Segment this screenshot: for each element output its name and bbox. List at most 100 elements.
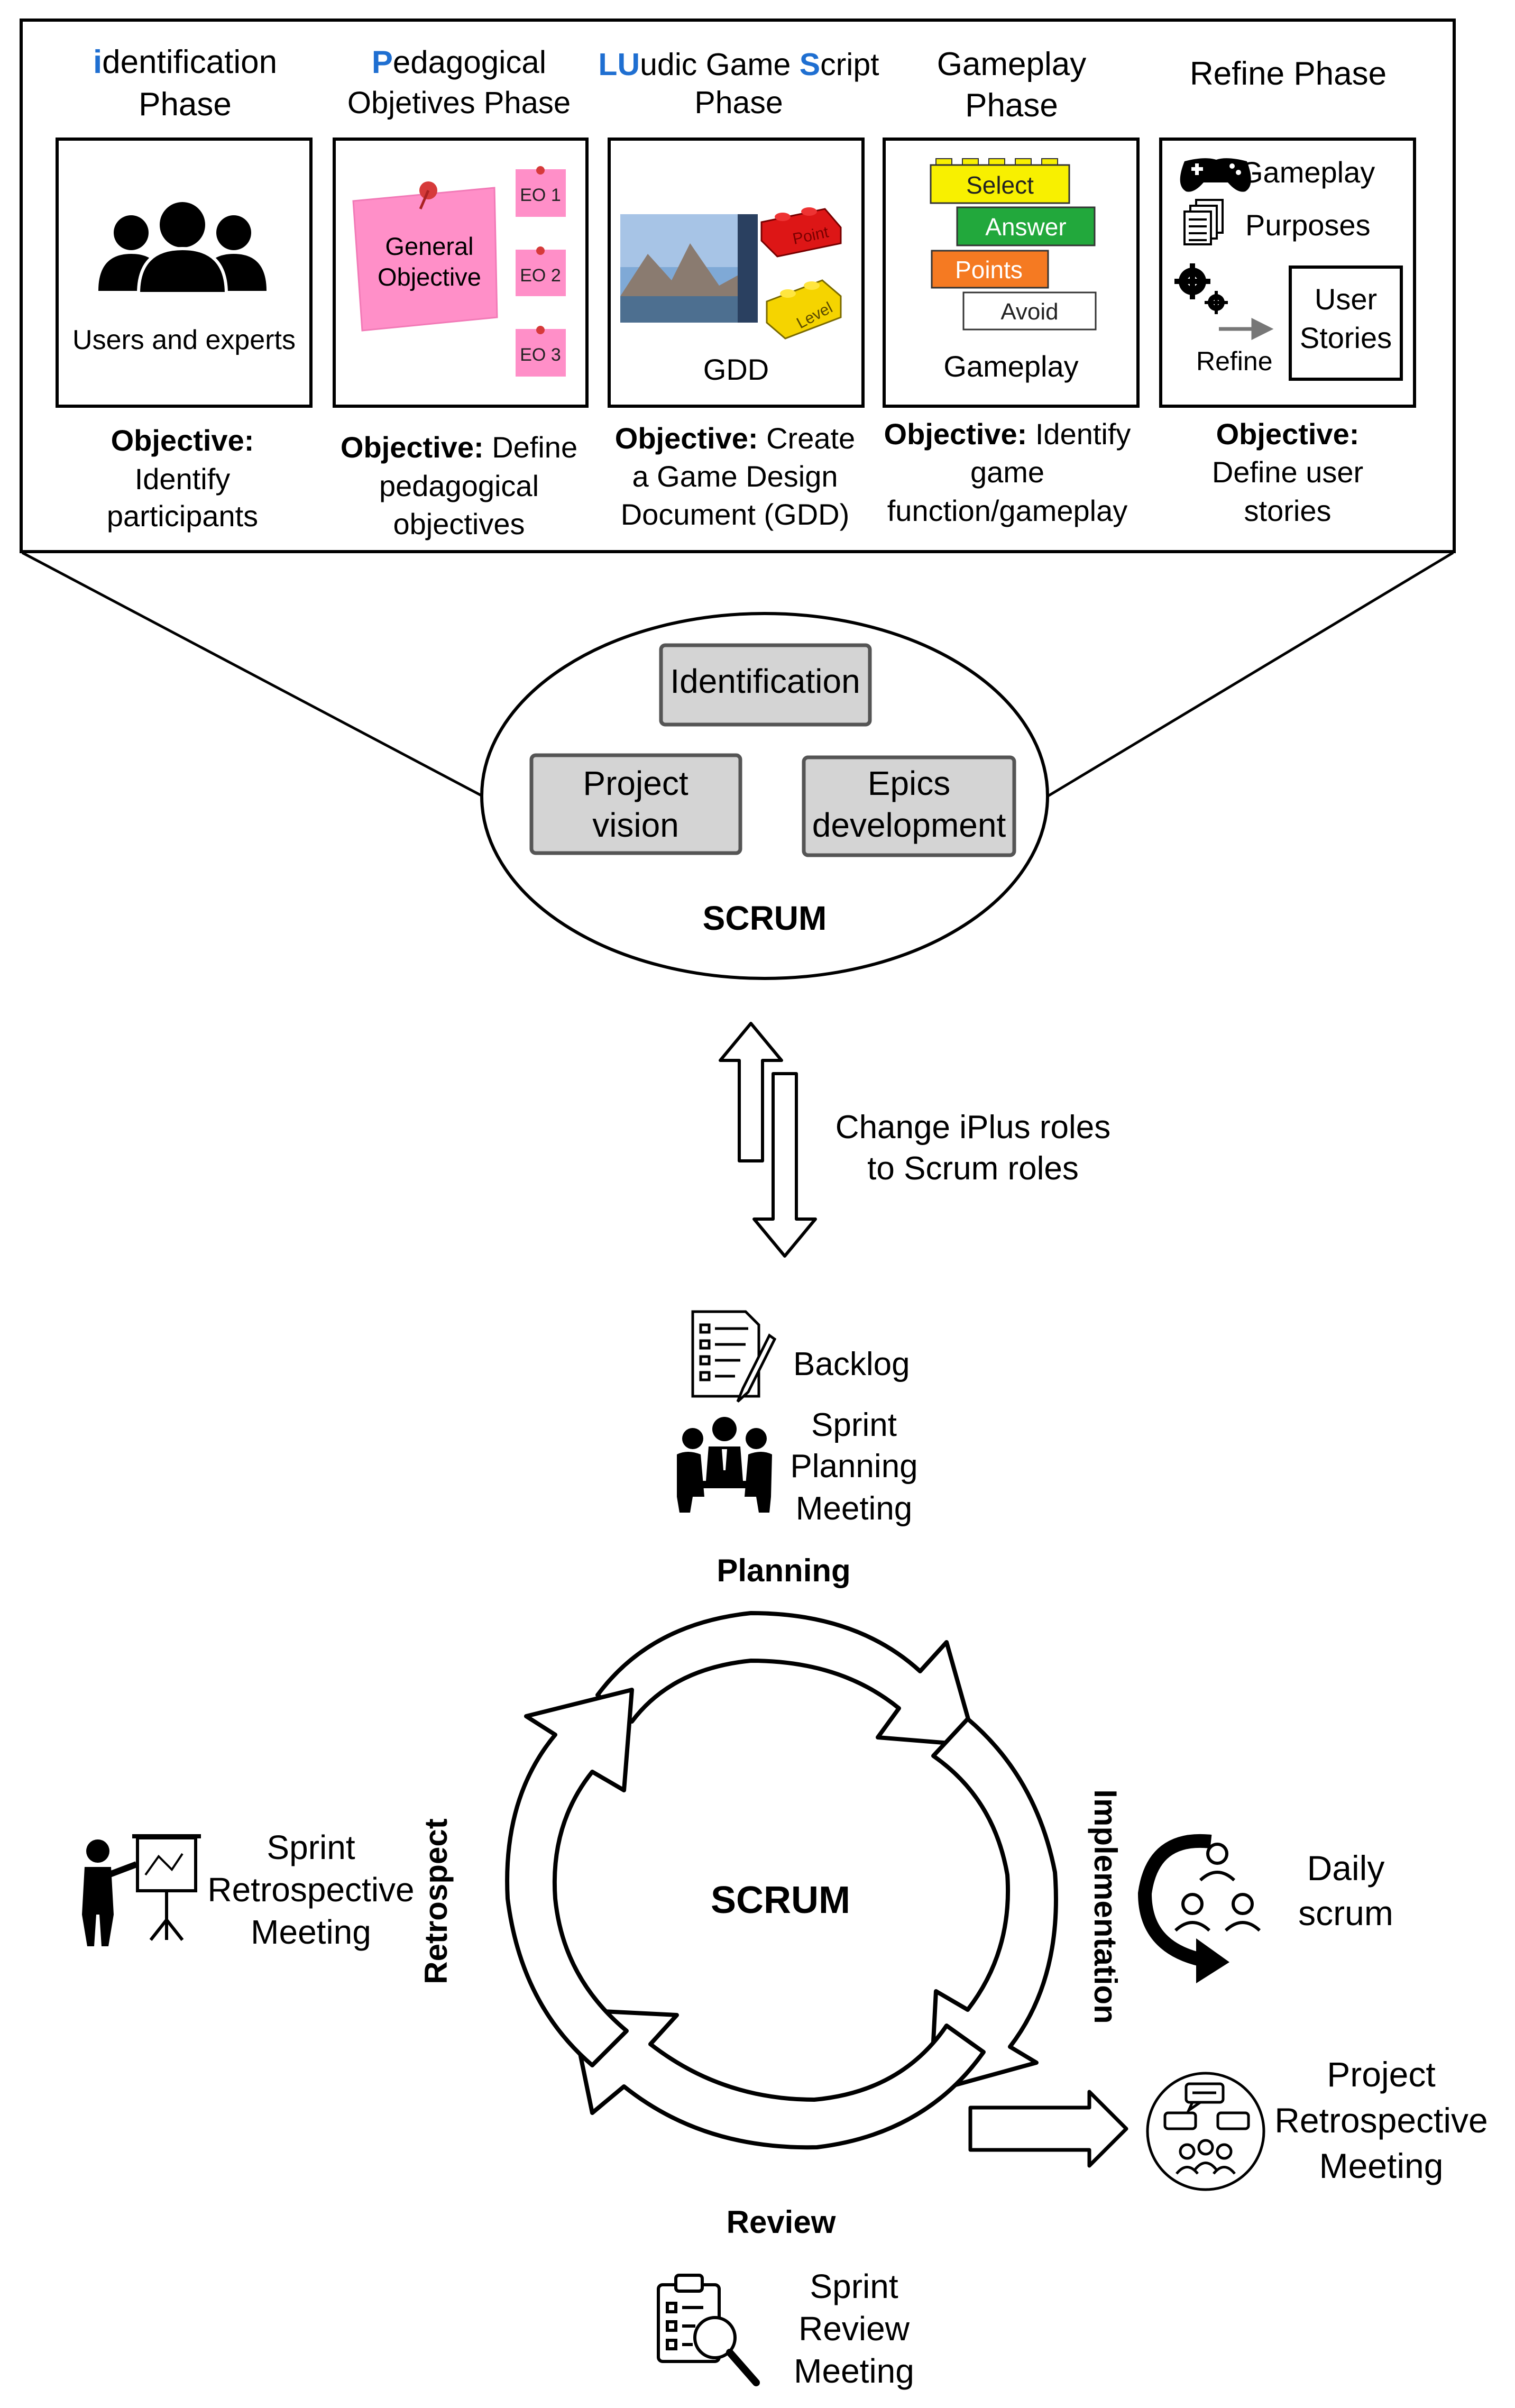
sprint-planning-l2: Planning [790, 1448, 917, 1485]
backlog-label: Backlog [793, 1346, 910, 1382]
gamepad-icon [1180, 158, 1251, 192]
cycle-arrow-top [595, 1611, 978, 1747]
card-text-gameplay: Gameplay [943, 350, 1078, 383]
block-select: Select [930, 158, 1070, 204]
svg-text:Points: Points [955, 256, 1023, 283]
refine-label: Refine [1196, 346, 1273, 376]
objective-game-script: Objective: Create a Game Design Document… [615, 422, 855, 531]
users-group-icon [98, 202, 267, 295]
svg-text:Phase: Phase [139, 86, 232, 123]
phase-title-refine: Refine Phase [1190, 56, 1387, 92]
scrum-box-identification: Identification [659, 643, 872, 727]
sprint-review-l1: Sprint [810, 2267, 898, 2305]
svg-text:Select: Select [966, 171, 1034, 199]
svg-text:objectives: objectives [393, 507, 525, 541]
refine-item-gameplay: Gameplay [1240, 155, 1375, 189]
svg-text:game: game [970, 455, 1044, 489]
sticky-note-icon [352, 181, 498, 332]
landscape-image-icon [620, 214, 758, 323]
daily-scrum-l1: Daily [1307, 1848, 1385, 1888]
project-retro-icon [1146, 2072, 1265, 2191]
svg-text:Phase: Phase [694, 85, 783, 120]
scrum-box-epics: Epics development [802, 755, 1016, 857]
svg-text:Answer: Answer [985, 213, 1066, 241]
svg-text:vision: vision [592, 806, 679, 844]
svg-text:Identify: Identify [135, 462, 231, 496]
lego-point-icon: Point [760, 207, 842, 258]
sprint-retro-l3: Meeting [251, 1913, 371, 1951]
objective-refine: Objective: Define user stories [1212, 417, 1363, 527]
phase-title-ludic-game-script: LUudic Game Script Phase [598, 47, 879, 120]
review-label: Review [727, 2204, 836, 2240]
card-pedagogical: General Objective EO 1 EO 2 EO 3 [333, 138, 589, 408]
svg-text:function/gameplay: function/gameplay [887, 494, 1128, 527]
svg-text:Gameplay: Gameplay [937, 46, 1087, 83]
svg-text:Project: Project [583, 764, 688, 802]
svg-text:stories: stories [1244, 494, 1332, 527]
user-stories-l1: User [1315, 282, 1377, 316]
svg-text:Objective: Identify: Objective: Identify [884, 417, 1131, 451]
sprint-retro-l1: Sprint [267, 1828, 355, 1866]
review-checklist-icon [657, 2274, 760, 2386]
roles-change-l1: Change iPlus roles [835, 1109, 1110, 1146]
svg-text:a Game Design: a Game Design [632, 460, 838, 493]
svg-text:Objective: Define: Objective: Define [341, 431, 577, 464]
svg-text:development: development [812, 806, 1006, 844]
card-text-users-experts: Users and experts [72, 325, 296, 355]
objective-gameplay: Objective: Identify game function/gamepl… [884, 417, 1131, 527]
meeting-icon [677, 1417, 772, 1513]
sticky-eo-2: EO 2 [516, 246, 566, 296]
presenter-icon [82, 1834, 201, 1946]
daily-scrum-l2: scrum [1298, 1893, 1393, 1933]
svg-text:Objective:: Objective: [1216, 417, 1360, 451]
project-retro-l3: Meeting [1319, 2146, 1444, 2185]
svg-text:pedagogical: pedagogical [379, 469, 539, 502]
double-arrow-icon [719, 1022, 817, 1258]
backlog-icon [691, 1310, 777, 1403]
svg-text:Epics: Epics [868, 764, 951, 802]
implementation-label: Implementation [1088, 1789, 1123, 2024]
sticky-eo-3: EO 3 [516, 326, 566, 377]
phase-title-first-letter: i [93, 44, 102, 80]
project-retro-l2: Retrospective [1274, 2101, 1488, 2140]
svg-text:Objective:: Objective: [111, 424, 254, 457]
block-points: Points [931, 250, 1049, 289]
svg-text:Document (GDD): Document (GDD) [621, 498, 850, 531]
block-avoid: Avoid [962, 291, 1097, 331]
roles-change-l2: to Scrum roles [867, 1150, 1079, 1187]
refine-item-purposes: Purposes [1245, 208, 1371, 242]
phase-title-gameplay: Gameplay Phase [937, 46, 1087, 124]
zoom-line-right [1047, 551, 1454, 798]
sticky-general-l2: Objective [378, 263, 481, 291]
daily-scrum-icon [1137, 1834, 1261, 1983]
cycle-arrow-bottom [569, 2008, 986, 2150]
project-retro-arrow [968, 2090, 1128, 2168]
svg-text:Identification: Identification [670, 662, 860, 700]
sticky-eo-1: EO 1 [516, 166, 566, 217]
svg-text:Pedagogical: Pedagogical [372, 44, 546, 80]
scrum-ellipse [480, 612, 1049, 980]
scrum-box-project-vision: Project vision [529, 753, 742, 855]
cycle-center-label: SCRUM [711, 1879, 850, 1921]
sticky-general-l1: General [385, 232, 473, 260]
block-answer: Answer [956, 206, 1096, 246]
card-refine: Gameplay Purposes Refine User Stories [1159, 138, 1416, 408]
documents-icon [1183, 199, 1224, 245]
sprint-review-l3: Meeting [794, 2352, 914, 2390]
objective-identification: Objective: Identify participants [107, 424, 258, 533]
card-identification: Users and experts [56, 138, 313, 408]
card-gameplay: Select Answer Points Avoid Gameplay [883, 138, 1140, 408]
svg-text:EO 1: EO 1 [520, 185, 561, 205]
cycle-arrows [505, 1611, 1058, 2150]
card-text-gdd: GDD [703, 353, 769, 386]
retrospect-label: Retrospect [418, 1818, 454, 1984]
svg-text:Phase: Phase [965, 87, 1058, 124]
objective-pedagogical: Objective: Define pedagogical objectives [341, 431, 577, 541]
project-retro-l1: Project [1327, 2055, 1435, 2094]
svg-text:LUudic Game Script: LUudic Game Script [598, 47, 879, 82]
svg-text:EO 2: EO 2 [520, 265, 561, 286]
user-stories-l2: Stories [1300, 321, 1392, 354]
phase-title-pedagogical: Pedagogical Objetives Phase [347, 44, 571, 120]
svg-text:Define user: Define user [1212, 455, 1363, 489]
